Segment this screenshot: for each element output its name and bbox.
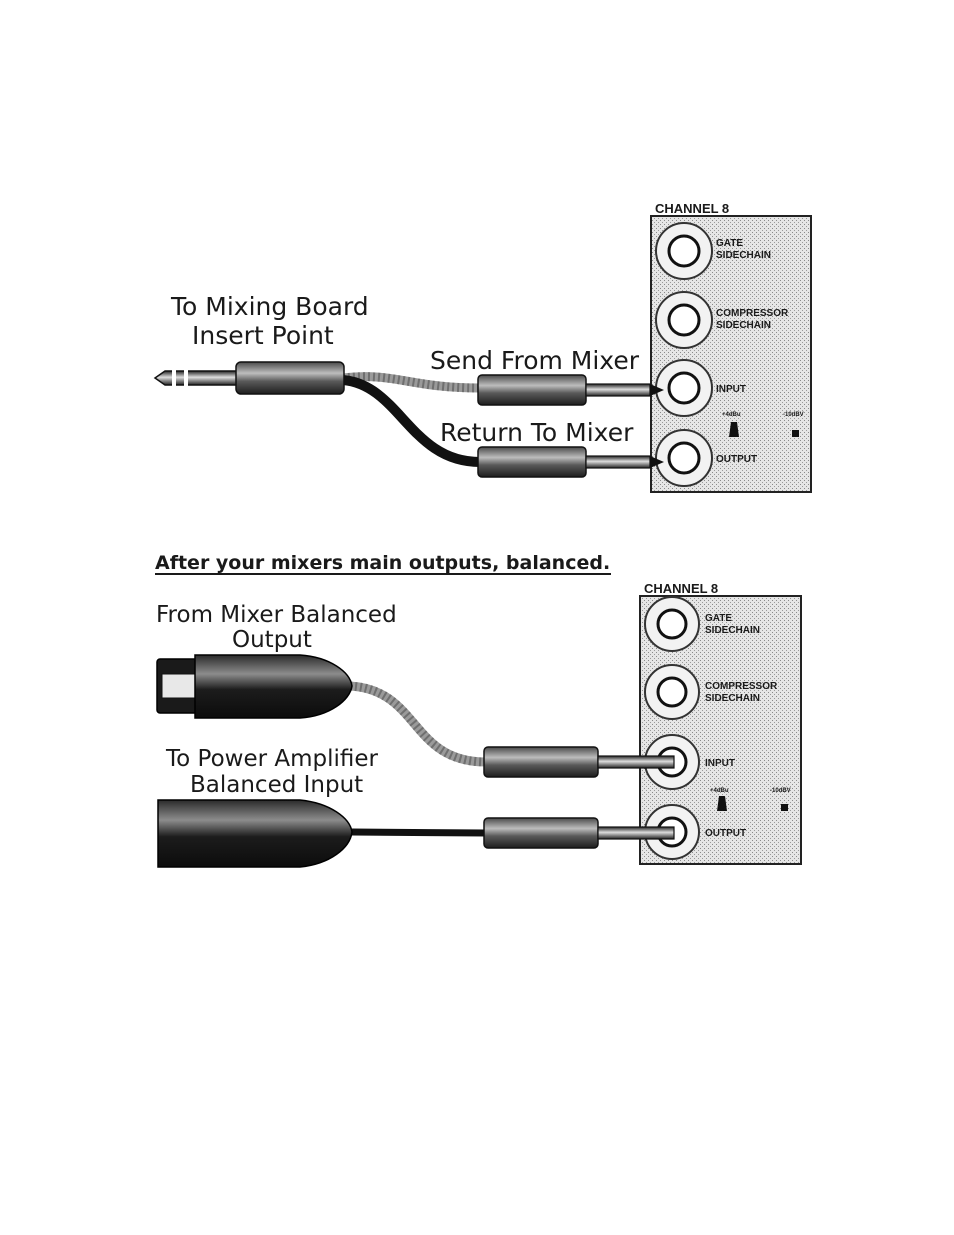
compressor-label: COMPRESSOR xyxy=(716,308,789,319)
xlr-female-connector xyxy=(156,654,353,719)
from-mixer-label-line1: From Mixer Balanced xyxy=(156,602,397,628)
level-switch-icon xyxy=(781,804,788,811)
output-cable xyxy=(351,828,487,837)
compressor-sidechain-label: SIDECHAIN xyxy=(705,693,760,704)
level-switch-icon xyxy=(729,422,739,437)
insert-diagram: CHANNEL 8 GATE SIDECHAIN COMPRESSOR SIDE… xyxy=(153,201,812,493)
section-heading: After your mixers main outputs, balanced… xyxy=(155,552,610,574)
channel-title: CHANNEL 8 xyxy=(644,581,718,596)
return-to-mixer-label: Return To Mixer xyxy=(440,418,634,447)
balanced-diagram: After your mixers main outputs, balanced… xyxy=(155,552,802,868)
level-switch-icon xyxy=(717,796,727,811)
output-plug xyxy=(483,817,675,849)
level-plus4-label: +4dBu xyxy=(722,412,741,418)
send-from-mixer-label: Send From Mixer xyxy=(430,346,640,375)
gate-label: GATE xyxy=(705,613,732,624)
to-amplifier-label-line1: To Power Amplifier xyxy=(165,746,379,772)
compressor-label: COMPRESSOR xyxy=(705,681,778,692)
input-cable xyxy=(349,681,487,767)
level-minus10-label: -10dBV xyxy=(783,412,804,418)
return-plug xyxy=(477,446,664,478)
compressor-sidechain-jack xyxy=(655,291,713,349)
gate-sidechain-jack xyxy=(655,222,713,280)
output-jack xyxy=(655,429,713,487)
return-cable xyxy=(342,375,481,467)
level-minus10-label: -10dBV xyxy=(770,788,791,794)
level-plus4-label: +4dBu xyxy=(710,788,729,794)
xlr-male-connector xyxy=(157,799,353,868)
trs-insert-plug xyxy=(153,361,345,395)
from-mixer-label-line2: Output xyxy=(232,627,312,653)
output-label: OUTPUT xyxy=(705,828,746,839)
gate-sidechain-label: SIDECHAIN xyxy=(705,625,760,636)
input-jack xyxy=(655,359,713,417)
level-switch-icon xyxy=(792,430,799,437)
input-label: INPUT xyxy=(716,384,746,395)
output-label: OUTPUT xyxy=(716,454,757,465)
insert-point-label-line2: Insert Point xyxy=(192,321,334,350)
channel-title: CHANNEL 8 xyxy=(655,201,729,216)
channel-panel-1: CHANNEL 8 GATE SIDECHAIN COMPRESSOR SIDE… xyxy=(650,201,812,493)
gate-sidechain-jack xyxy=(644,596,700,652)
to-amplifier-label-line2: Balanced Input xyxy=(190,772,363,798)
compressor-sidechain-jack xyxy=(644,664,700,720)
compressor-sidechain-label: SIDECHAIN xyxy=(716,320,771,331)
input-label: INPUT xyxy=(705,758,735,769)
gate-sidechain-label: SIDECHAIN xyxy=(716,250,771,261)
input-plug xyxy=(483,746,675,778)
gate-label: GATE xyxy=(716,238,743,249)
insert-point-label-line1: To Mixing Board xyxy=(170,292,369,321)
channel-panel-2: CHANNEL 8 GATE SIDECHAIN COMPRESSOR SIDE… xyxy=(639,581,802,865)
send-plug xyxy=(477,374,664,406)
